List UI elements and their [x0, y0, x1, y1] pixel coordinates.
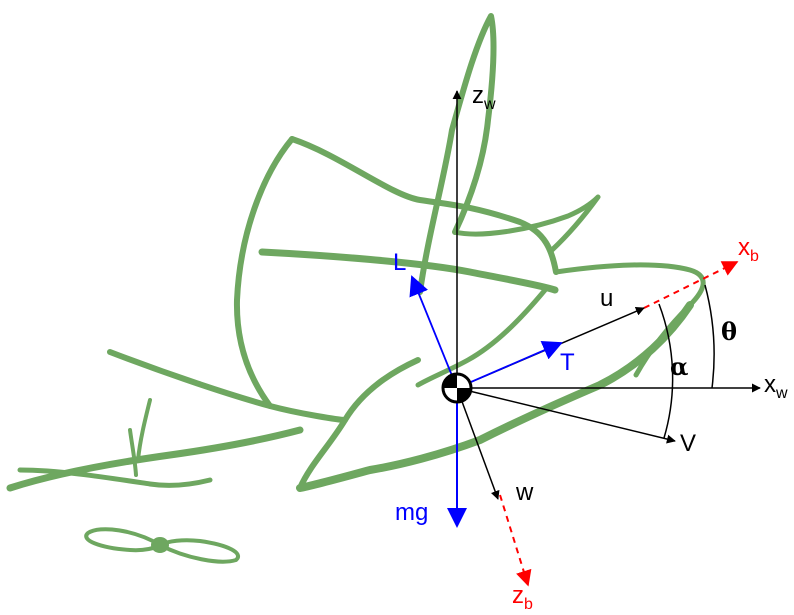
- aircraft-airframe: [6, 13, 706, 492]
- xw-label: xw: [764, 371, 788, 402]
- cg-symbol-icon: [441, 372, 473, 404]
- airframe-wing-top: [289, 136, 559, 275]
- theta-arc: [704, 284, 715, 389]
- w-vector: [456, 387, 500, 500]
- zw-label: zw: [472, 82, 496, 113]
- airframe-tail-boom: [297, 357, 421, 491]
- airframe-fuselage-bottom: [296, 301, 694, 492]
- weight-label: mg: [395, 499, 428, 526]
- airframe-tail-tip: [17, 467, 213, 488]
- zb-label: zb: [512, 582, 533, 613]
- lift-vector: [409, 275, 458, 389]
- V-vector: [456, 387, 676, 444]
- V-label: V: [680, 430, 696, 457]
- lift-label: L: [393, 249, 406, 276]
- airframe-tail-strut: [136, 398, 152, 462]
- alpha-label: α: [670, 352, 688, 381]
- xb-label: xb: [738, 234, 759, 265]
- w-label: w: [515, 479, 534, 506]
- alpha-arc: [658, 303, 674, 439]
- airframe-fin: [417, 13, 497, 295]
- airframe-side-line: [415, 287, 548, 388]
- airframe-wing-left: [233, 136, 295, 409]
- airframe-inner-wing: [258, 248, 559, 294]
- airframe-tail-strut-2: [128, 428, 138, 477]
- thrust-label: T: [560, 349, 575, 376]
- theta-label: θ: [721, 317, 737, 346]
- u-label: u: [600, 285, 613, 312]
- airframe-stabilizer: [107, 349, 348, 423]
- airframe-stabilizer-lower: [6, 426, 304, 492]
- propeller-icon: [84, 527, 240, 564]
- thrust-vector: [456, 340, 563, 389]
- airframe-fin-tip: [452, 194, 601, 253]
- zb-axis-dashed: [499, 494, 532, 587]
